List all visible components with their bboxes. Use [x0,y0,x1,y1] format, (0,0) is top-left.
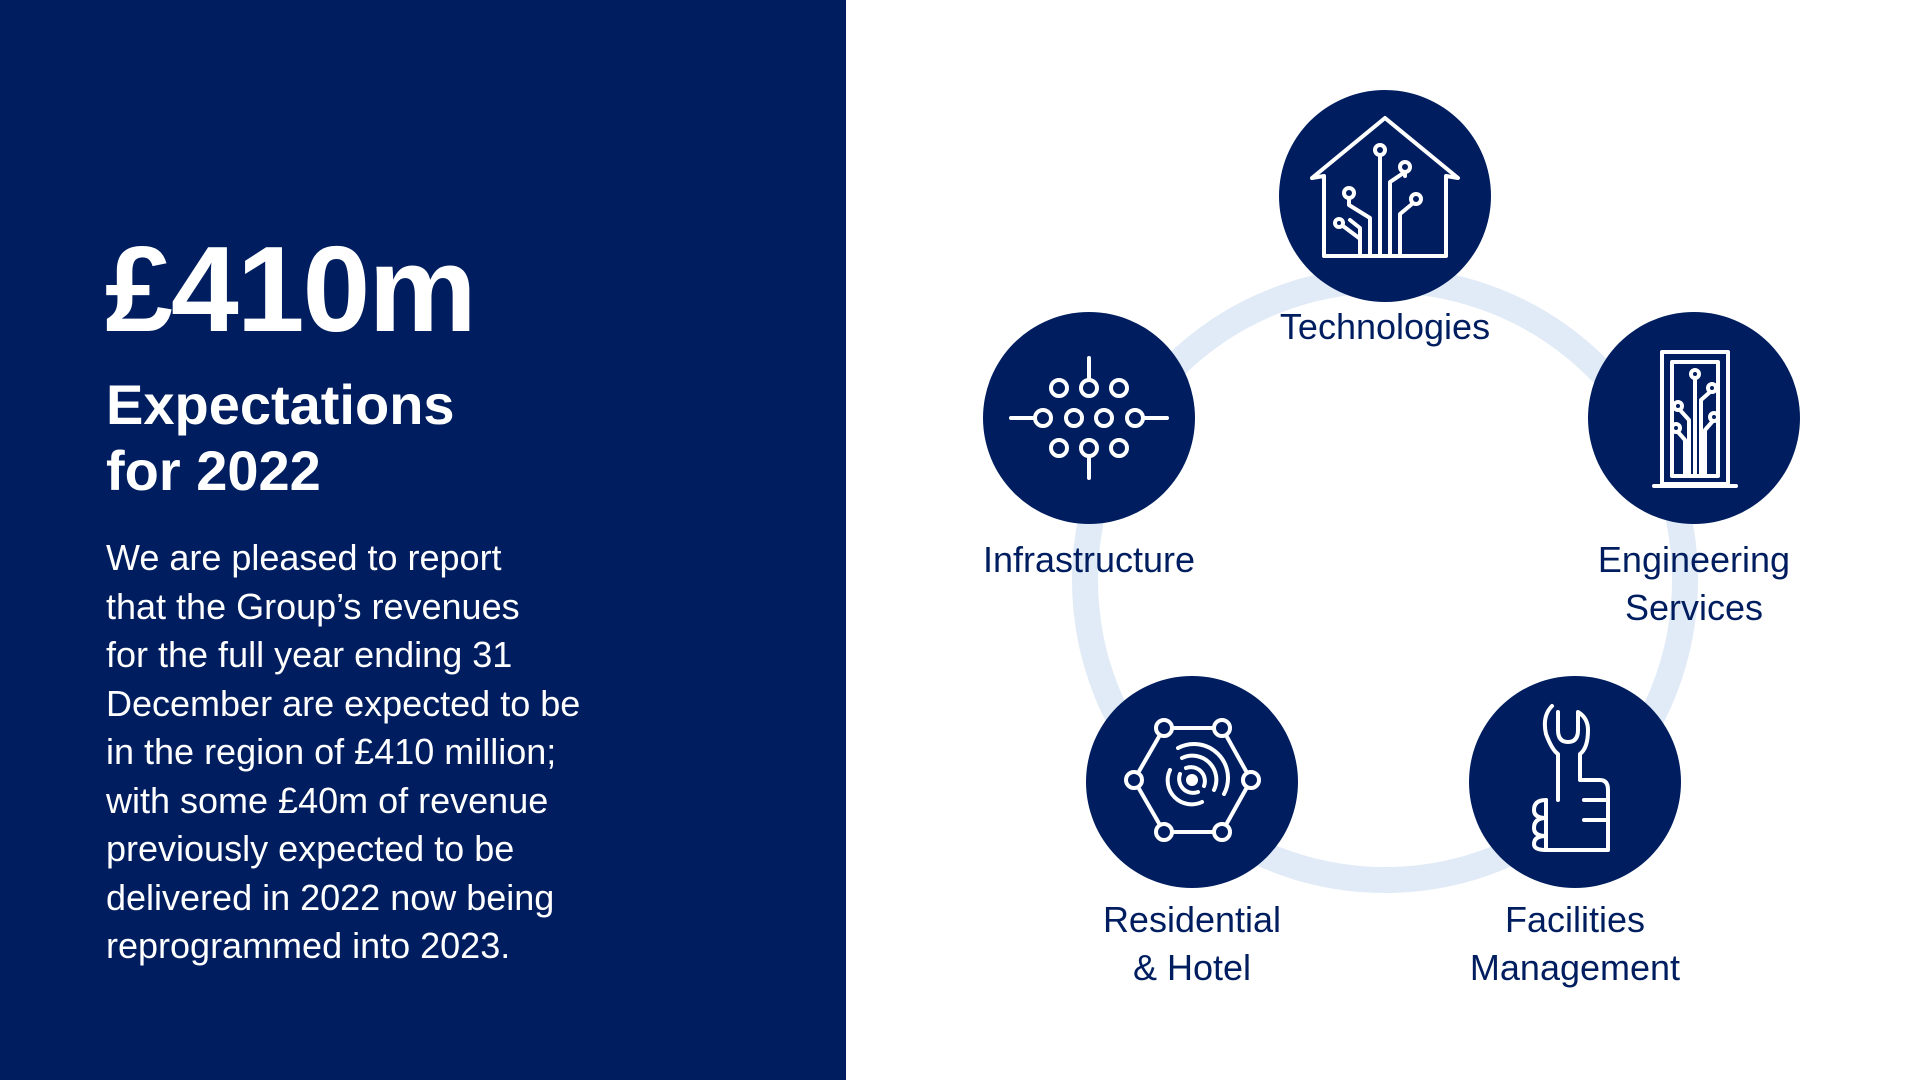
left-panel: £410m Expectations for 2022 We are pleas… [0,0,846,1080]
headline-title: Expectations for 2022 [106,373,455,502]
residential-node [1086,676,1298,888]
wireless-network-hexagon-icon [1124,718,1261,842]
diagram-graphics [983,90,1800,893]
infrastructure-label: Infrastructure [982,539,1196,580]
smart-home-circuit-icon [1310,116,1460,258]
infrastructure-node [983,312,1195,524]
summary-paragraph: We are pleased to report that the Group’… [106,537,581,966]
node-grid-icon [1009,356,1169,480]
engineering-label: Engineering Services [1597,539,1791,628]
headline-value: £410m [105,221,477,357]
thumbs-up-wrench-icon [1532,704,1610,852]
engineering-node [1588,312,1800,524]
building-circuit-icon [1652,350,1738,488]
residential-label: Residential & Hotel [1102,899,1282,988]
business-areas-diagram: Technologies Engineering Services Facili… [846,0,1920,1080]
facilities-label: Facilities Management [1469,899,1681,988]
facilities-node [1469,676,1681,888]
technologies-label: Technologies [1279,306,1491,347]
technologies-node [1279,90,1491,302]
